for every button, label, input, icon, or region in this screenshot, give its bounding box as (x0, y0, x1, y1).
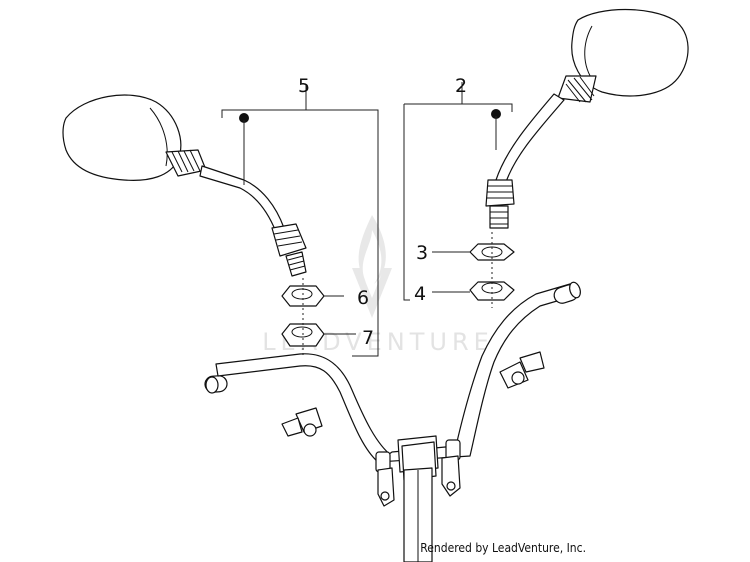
callout-guides (221, 82, 513, 357)
callout-7: 7 (362, 327, 374, 349)
watermark-logo (352, 215, 392, 318)
render-credit: Rendered by LeadVenture, Inc. (420, 541, 586, 555)
callout-3: 3 (416, 242, 428, 264)
bullet-marker-left (239, 113, 249, 123)
callout-2: 2 (455, 75, 467, 97)
callout-5: 5 (298, 75, 310, 97)
handlebar (204, 281, 581, 562)
right-mirror[interactable] (485, 8, 689, 229)
bullet-marker-right (491, 109, 501, 119)
nut-right-lower[interactable] (469, 281, 515, 301)
callout-6: 6 (357, 287, 369, 309)
callout-4: 4 (414, 283, 426, 305)
nut-left-upper[interactable] (281, 285, 325, 307)
left-mirror[interactable] (62, 94, 307, 277)
